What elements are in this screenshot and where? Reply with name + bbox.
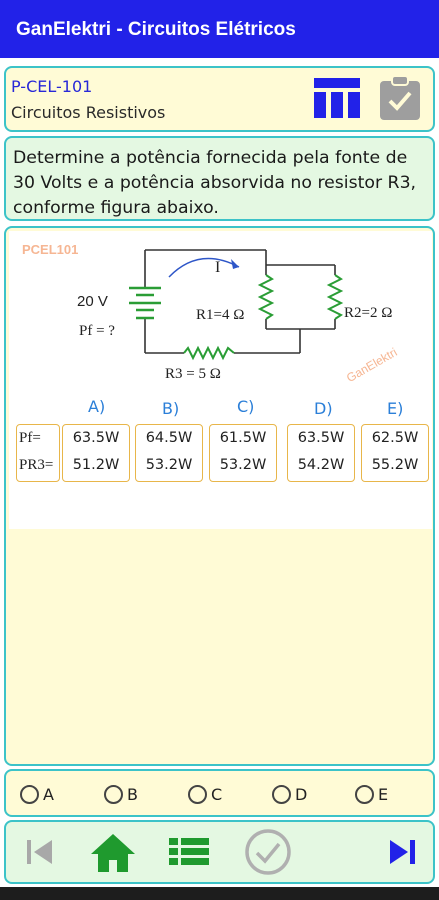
skip-first-icon[interactable] [24, 832, 56, 872]
clipboard-check-icon[interactable] [379, 75, 421, 121]
circuit-diagram [129, 249, 344, 361]
row-label-pr3: PR3= [19, 457, 54, 473]
option-a-label: A [43, 785, 54, 804]
question-header-card: P-CEL-101 Circuitos Resistivos [4, 66, 435, 132]
option-e-label: E [378, 785, 389, 804]
circuit-wires [144, 249, 336, 354]
current-label: I [215, 259, 221, 276]
radio-icon[interactable] [272, 785, 291, 804]
option-a[interactable]: A [20, 784, 54, 806]
answer-box-e: 62.5W 55.2W [361, 424, 429, 482]
watermark-code: PCEL101 [22, 242, 79, 257]
option-c-label: C [211, 785, 223, 804]
current-arrow [168, 257, 240, 278]
table-icon[interactable] [314, 78, 360, 118]
choice-letter-d: D) [314, 399, 333, 418]
option-c[interactable]: C [188, 784, 222, 806]
r3-label: R3 = 5 Ω [165, 366, 221, 382]
radio-icon[interactable] [355, 785, 374, 804]
skip-last-icon[interactable] [386, 832, 418, 872]
resistor-r1 [257, 274, 275, 320]
radio-icon[interactable] [104, 785, 123, 804]
option-e[interactable]: E [355, 784, 388, 806]
answer-box-c: 61.5W 53.2W [209, 424, 277, 482]
check-circle-icon[interactable] [244, 828, 292, 876]
pf-label: Pf = ? [79, 323, 115, 339]
answer-options-card: A B C D E [4, 769, 435, 817]
resistor-r2 [326, 274, 344, 320]
answer-c-pf: 61.5W [219, 430, 267, 446]
question-card: Determine a potência fornecida pela font… [4, 136, 435, 221]
navigation-bar [4, 820, 435, 884]
radio-icon[interactable] [188, 785, 207, 804]
option-d[interactable]: D [272, 784, 307, 806]
resistor-r3 [183, 345, 235, 361]
app-bar: GanElektri - Circuitos Elétricos [0, 0, 439, 58]
answer-a-pf: 63.5W [72, 430, 120, 446]
circuit-figure: PCEL101 GanElektri 20 V Pf = ? I R1=4 Ω … [9, 231, 432, 529]
answer-b-pr3: 53.2W [145, 457, 193, 473]
option-d-label: D [295, 785, 308, 804]
question-subject: Circuitos Resistivos [11, 103, 166, 122]
answer-d-pr3: 54.2W [297, 457, 345, 473]
question-text: Determine a potência fornecida pela font… [13, 148, 417, 218]
choice-letter-c: C) [237, 397, 255, 416]
answer-box-b: 64.5W 53.2W [135, 424, 203, 482]
r1-label: R1=4 Ω [196, 307, 245, 323]
answer-b-pf: 64.5W [145, 430, 193, 446]
answer-box-d: 63.5W 54.2W [287, 424, 355, 482]
option-b-label: B [127, 785, 138, 804]
row-labels: Pf= PR3= [16, 424, 60, 482]
system-bar [0, 887, 439, 900]
figure-card: PCEL101 GanElektri 20 V Pf = ? I R1=4 Ω … [4, 226, 435, 766]
answer-e-pf: 62.5W [371, 430, 419, 446]
choice-letter-b: B) [162, 399, 180, 418]
question-code: P-CEL-101 [11, 77, 93, 96]
answer-box-a: 63.5W 51.2W [62, 424, 130, 482]
choice-letter-a: A) [88, 397, 106, 416]
choice-letter-e: E) [387, 399, 404, 418]
answer-c-pr3: 53.2W [219, 457, 267, 473]
answer-d-pf: 63.5W [297, 430, 345, 446]
answer-a-pr3: 51.2W [72, 457, 120, 473]
r2-label: R2=2 Ω [344, 305, 393, 321]
app-title: GanElektri - Circuitos Elétricos [16, 19, 296, 40]
radio-icon[interactable] [20, 785, 39, 804]
answer-e-pr3: 55.2W [371, 457, 419, 473]
row-label-pf: Pf= [19, 430, 41, 446]
option-b[interactable]: B [104, 784, 138, 806]
list-icon[interactable] [168, 832, 210, 872]
battery-symbol [129, 286, 161, 320]
home-icon[interactable] [90, 832, 136, 874]
source-voltage-label: 20 V [77, 293, 108, 310]
